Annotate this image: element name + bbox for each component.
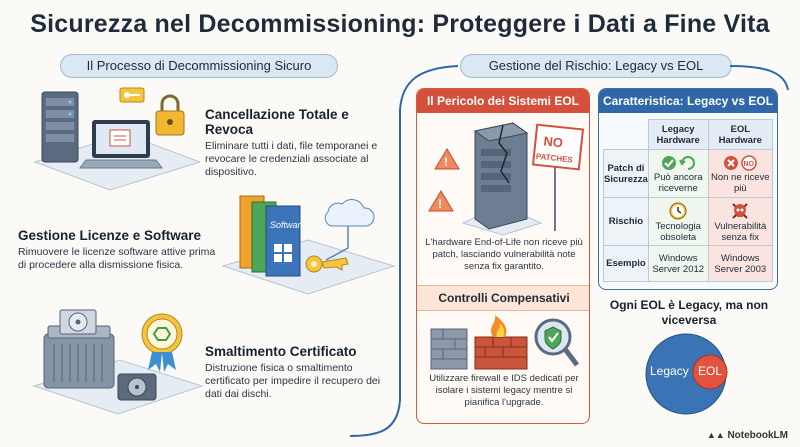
step-desc: Eliminare tutti i dati, file temporanei … bbox=[205, 140, 378, 178]
table-row: Rischio Tecnologia obsoleta Vulnerabilit… bbox=[603, 197, 774, 246]
server-laptop-illustration bbox=[33, 87, 200, 191]
cell-legacy: Può ancora riceverne bbox=[647, 149, 709, 198]
compensating-controls-title: Controlli Compensativi bbox=[417, 285, 589, 311]
venn-caption: Ogni EOL è Legacy, ma non viceversa bbox=[609, 298, 769, 327]
step-title: Gestione Licenze e Software bbox=[18, 228, 202, 243]
eol-panel-title: Il Pericolo dei Sistemi EOL bbox=[417, 89, 589, 113]
software-key-illustration: Software bbox=[221, 195, 396, 295]
eol-panel-desc: L'hardware End-of-Life non riceve più pa… bbox=[425, 237, 583, 272]
brand-text: NotebookLM bbox=[727, 430, 788, 441]
table-row: Patch di Sicurezza Può ancora riceverne … bbox=[603, 149, 774, 198]
step-smaltimento: Smaltimento Certificato Distruzione fisi… bbox=[205, 344, 390, 401]
step-desc: Distruzione fisica o smaltimento certifi… bbox=[205, 362, 381, 400]
comparison-table: Legacy Hardware EOL Hardware Patch di Si… bbox=[603, 119, 774, 282]
row-label: Rischio bbox=[603, 197, 649, 246]
col-eol: EOL Hardware bbox=[707, 119, 774, 150]
cell-eol: NO Non ne riceve più bbox=[707, 149, 774, 198]
brand-icon: ▲▲ bbox=[706, 430, 725, 440]
venn-diagram bbox=[645, 333, 728, 415]
step-desc: Rimuovere le licenze software attive pri… bbox=[18, 246, 216, 271]
cell-eol: Windows Server 2003 bbox=[707, 245, 774, 282]
venn-legacy-label: Legacy bbox=[650, 364, 689, 378]
svg-text:!: ! bbox=[438, 197, 442, 211]
left-section-heading: Il Processo di Decommissioning Sicuro bbox=[60, 54, 338, 78]
compensating-controls-desc: Utilizzare firewall e IDS dedicati per i… bbox=[429, 373, 579, 408]
step-title: Smaltimento Certificato bbox=[205, 344, 357, 359]
cell-text: Tecnologia obsoleta bbox=[655, 220, 701, 243]
cracked-server-illustration: ! ! NO PATCHES bbox=[428, 122, 585, 236]
step-title: Cancellazione Totale e Revoca bbox=[205, 107, 349, 137]
eol-danger-panel: Il Pericolo dei Sistemi EOL ! ! NO PATCH… bbox=[416, 88, 590, 424]
col-legacy: Legacy Hardware bbox=[647, 119, 709, 150]
svg-text:NO: NO bbox=[744, 161, 755, 168]
software-box-label: Software bbox=[270, 220, 306, 230]
skull-icon bbox=[732, 202, 748, 219]
svg-text:!: ! bbox=[444, 155, 448, 169]
cell-text: Vulnerabilità senza fix bbox=[714, 220, 767, 243]
refresh-check-icon bbox=[662, 155, 696, 170]
step-cancellazione: Cancellazione Totale e Revoca Eliminare … bbox=[205, 107, 385, 179]
table-header-row: Legacy Hardware EOL Hardware bbox=[603, 119, 774, 150]
table-panel-title: Caratteristica: Legacy vs EOL bbox=[599, 89, 777, 113]
cell-legacy: Windows Server 2012 bbox=[647, 245, 709, 282]
table-row: Esempio Windows Server 2012 Windows Serv… bbox=[603, 245, 774, 282]
row-label: Esempio bbox=[603, 245, 649, 282]
venn-eol-label: EOL bbox=[698, 364, 723, 378]
brand-label: ▲▲ NotebookLM bbox=[707, 430, 788, 441]
cell-text: Può ancora riceverne bbox=[653, 171, 703, 194]
cell-text: Non ne riceve più bbox=[710, 171, 770, 194]
cell-eol: Vulnerabilità senza fix bbox=[707, 197, 774, 246]
venn-eol-circle bbox=[692, 354, 728, 390]
firewall-shield-illustration bbox=[430, 315, 579, 370]
step-licenze: Gestione Licenze e Software Rimuovere le… bbox=[18, 228, 218, 272]
no-icon: NO bbox=[724, 154, 758, 171]
legacy-vs-eol-table-panel: Caratteristica: Legacy vs EOL Legacy Har… bbox=[598, 88, 778, 290]
no-patches-sign-line1: NO bbox=[543, 133, 564, 150]
table-corner bbox=[603, 119, 649, 150]
no-patches-sign-line2: PATCHES bbox=[535, 152, 573, 165]
page-title: Sicurezza nel Decommissioning: Protegger… bbox=[30, 10, 770, 38]
cell-legacy: Tecnologia obsoleta bbox=[647, 197, 709, 246]
shredder-illustration bbox=[32, 309, 204, 415]
row-label: Patch di Sicurezza bbox=[603, 149, 649, 198]
clock-icon bbox=[669, 202, 687, 219]
